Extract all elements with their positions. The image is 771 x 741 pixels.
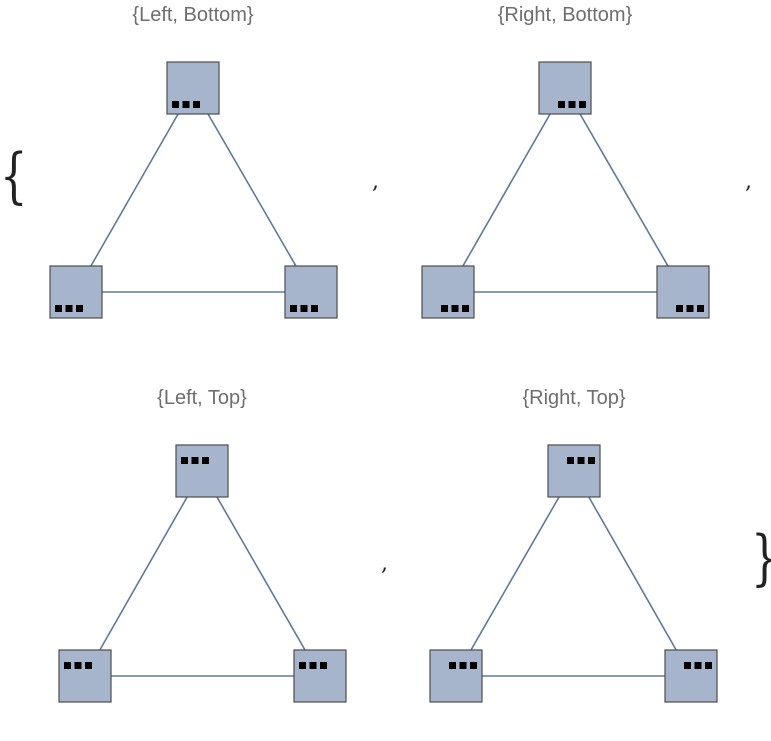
panel-label: {Left, Top} [157,387,247,409]
ellipsis-dot [441,305,448,312]
separator-comma: , [381,551,388,576]
ellipsis-dot [55,305,62,312]
graph-node-top [538,61,592,115]
ellipsis-dot [459,662,467,669]
ellipsis-icon [449,662,477,669]
graph-node-bottom-right [664,649,718,703]
ellipsis-dot [290,305,297,312]
graph-nodes [49,61,338,319]
ellipsis-dot [470,662,477,669]
ellipsis-icon [684,662,712,669]
ellipsis-icon [441,305,469,312]
close-brace: } [751,523,771,593]
graph-edge [201,470,321,677]
ellipsis-dot [694,662,702,669]
graph-edge [84,470,203,677]
node-box [175,444,229,498]
graph-node-bottom-right [656,265,710,319]
ellipsis-dot [579,101,586,108]
graph-edge [573,470,692,677]
separator-comma: , [745,169,752,194]
ellipsis-icon [558,101,586,108]
graph-node-top [166,61,220,115]
graph-panel-left-top: {Left, Top} [58,387,347,703]
ellipsis-dot [311,305,318,312]
ellipsis-dot [191,457,199,464]
ellipsis-dot [568,101,576,108]
ellipsis-dot [309,662,317,669]
graph-node-bottom-left [421,265,475,319]
ellipsis-dot [567,457,574,464]
graph-nodes [429,444,718,703]
graph-node-bottom-left [49,265,103,319]
ellipsis-icon [64,662,92,669]
graph-nodes [58,444,347,703]
panel-label: {Left, Bottom} [132,4,254,26]
ellipsis-dot [299,662,306,669]
separator-comma: , [372,169,379,194]
graph-node-top [547,444,601,498]
ellipsis-dot [76,305,83,312]
graph-node-bottom-right [284,265,338,319]
graph-nodes [421,61,710,319]
node-box [664,649,718,703]
graph-node-top [175,444,229,498]
ellipsis-dot [320,662,327,669]
ellipsis-dot [684,662,691,669]
ellipsis-dot [577,457,585,464]
graph-edges [455,470,692,677]
graph-panel-right-bottom: {Right, Bottom} [421,4,710,319]
ellipsis-dot [85,662,92,669]
ellipsis-dot [172,101,179,108]
ellipsis-dot [300,305,308,312]
panel-label: {Right, Top} [522,387,625,409]
node-box [293,649,347,703]
graph-edges [84,470,321,677]
ellipsis-icon [676,305,704,312]
ellipsis-dot [558,101,565,108]
ellipsis-icon [55,305,83,312]
open-brace: { [0,141,27,211]
ellipsis-dot [193,101,200,108]
graph-panel-left-bottom: {Left, Bottom} [49,4,338,319]
ellipsis-icon [172,101,200,108]
ellipsis-dot [686,305,694,312]
ellipsis-icon [567,457,595,464]
graph-edges [447,87,684,293]
graph-node-bottom-left [429,649,483,703]
graph-edge [75,87,194,293]
graph-edge [455,470,575,677]
ellipsis-icon [299,662,327,669]
ellipsis-icon [181,457,209,464]
graph-edge [564,87,684,293]
ellipsis-dot [588,457,595,464]
graph-edges [75,87,312,293]
ellipsis-dot [451,305,459,312]
graph-edge [447,87,566,293]
ellipsis-dot [64,662,71,669]
node-box [58,649,112,703]
graph-node-bottom-right [293,649,347,703]
ellipsis-dot [449,662,456,669]
node-box [429,649,483,703]
ellipsis-dot [676,305,683,312]
ellipsis-dot [182,101,190,108]
ellipsis-dot [74,662,82,669]
ellipsis-dot [462,305,469,312]
ellipsis-dot [65,305,73,312]
node-box [547,444,601,498]
ellipsis-icon [290,305,318,312]
ellipsis-dot [697,305,704,312]
graph-node-bottom-left [58,649,112,703]
ellipsis-dot [181,457,188,464]
graph-panel-right-top: {Right, Top} [429,387,718,703]
graph-edge [192,87,312,293]
ellipsis-dot [705,662,712,669]
panel-label: {Right, Bottom} [498,4,633,26]
ellipsis-dot [202,457,209,464]
